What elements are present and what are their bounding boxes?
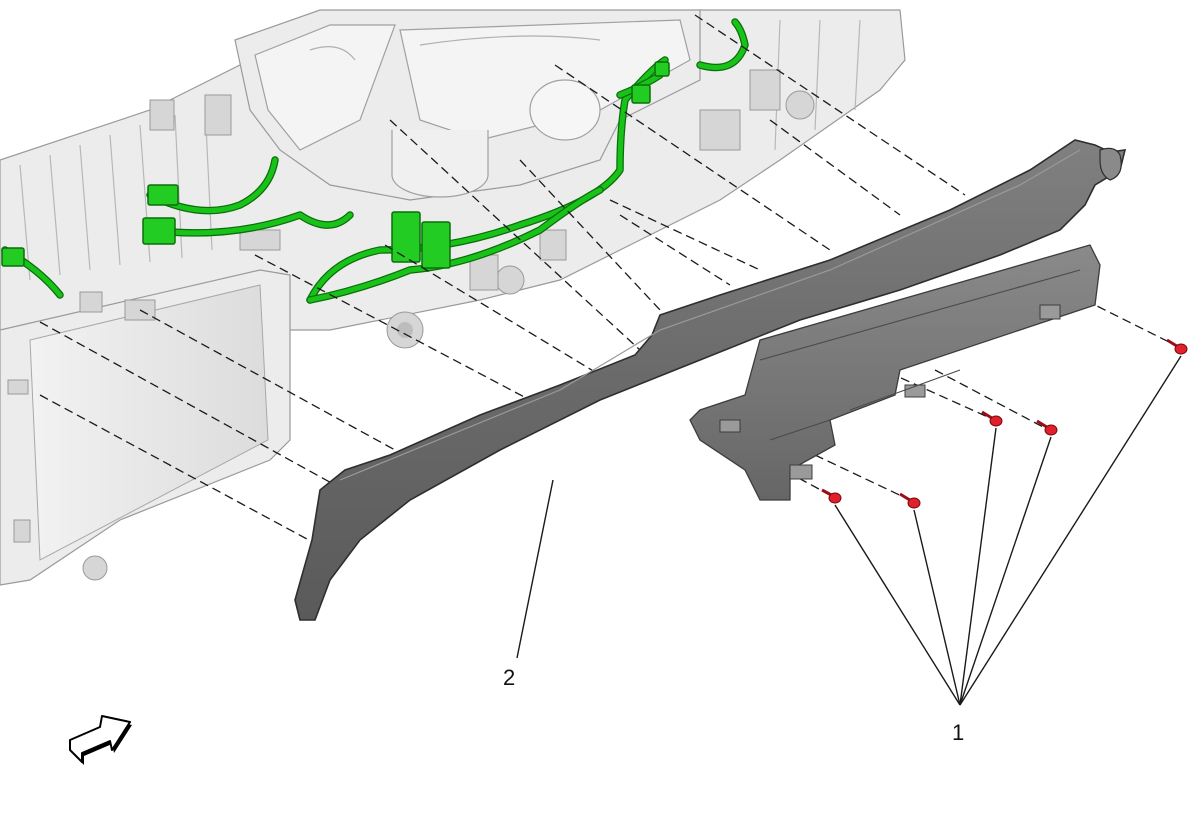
callout-label-2: 2 [503,665,515,690]
callout-label-1: 1 [952,720,964,745]
fastener [821,488,842,504]
alignment-lines [39,14,1176,546]
instrument-panel-carrier [0,9,906,586]
callout-1-leaders [834,355,1182,706]
instrument-panel-trim-panel [294,139,1127,621]
harness-connectors [1,61,670,269]
fasteners [821,338,1188,509]
callout-2-leader [516,479,554,659]
trim-mounting-bracket [689,244,1101,501]
wiring-harness [1,18,749,304]
fastener [1166,338,1188,355]
fastener [981,410,1003,427]
front-direction-arrow-icon [69,715,132,765]
fastener [1036,419,1058,436]
fastener [899,492,921,509]
